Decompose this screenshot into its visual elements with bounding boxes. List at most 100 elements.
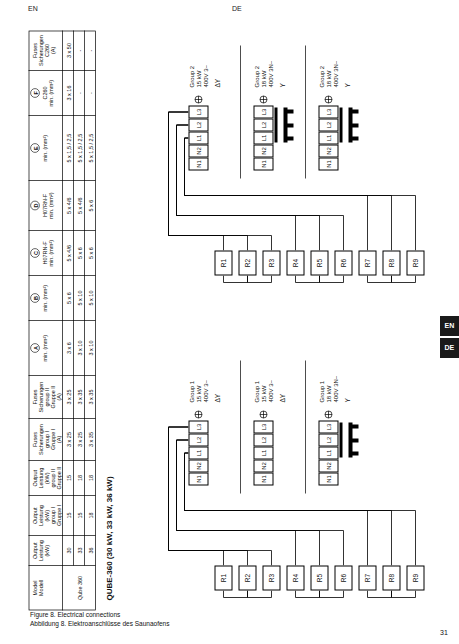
terminal-cell: L2 <box>253 433 273 446</box>
wire <box>176 125 295 251</box>
table-header: Sicherungen <box>37 35 43 66</box>
group-label: 400V 3~ <box>267 379 274 402</box>
table-cell: 3 x 10 <box>76 340 82 355</box>
table-header: group I <box>49 506 55 523</box>
table-header: group II <box>43 387 49 406</box>
terminal-label: L3 <box>195 423 202 430</box>
table-header: (A) <box>55 435 61 442</box>
terminal-cell: L3 <box>188 105 208 118</box>
terminal-label: L3 <box>260 108 267 115</box>
terminal-cell: N2 <box>253 459 273 472</box>
resistor-box: R4 <box>286 565 304 590</box>
terminal-cell: N2 <box>253 144 273 157</box>
connection-symbol: ΔY <box>213 393 220 402</box>
terminal-label: N2 <box>260 147 267 155</box>
resistor-label: R2 <box>243 258 250 266</box>
table-header: min. (mm²) <box>41 134 47 161</box>
terminal-label: L3 <box>195 108 202 115</box>
group-label: 400V 3N~ <box>267 60 274 87</box>
wire <box>176 125 319 251</box>
wire <box>319 275 343 282</box>
terminal-label: L1 <box>325 449 332 456</box>
resistor-box: R9 <box>406 565 424 590</box>
resistor-box: R7 <box>358 565 376 590</box>
table-header: Gruppe I <box>49 428 55 449</box>
wire <box>295 275 319 282</box>
terminal-cell: L2 <box>318 118 338 131</box>
wire <box>176 440 343 566</box>
table-header: (kW) <box>43 544 49 556</box>
terminal-label: N1 <box>325 475 332 483</box>
resistor-label: R3 <box>267 258 274 266</box>
terminal-cell: L3 <box>318 420 338 433</box>
group-label: 18 kW <box>325 385 332 402</box>
terminal-cell: L3 <box>188 420 208 433</box>
group-label: Group 2 <box>318 65 325 87</box>
table-header: E <box>32 146 38 150</box>
resistor-label: R1 <box>219 258 226 266</box>
resistor-label: R5 <box>315 258 322 266</box>
table-cell: 3 x 35 <box>87 389 93 404</box>
table-cell: 5 x 1,5 / 2,5 <box>65 133 71 162</box>
language-tab-label: EN <box>445 322 455 330</box>
table-cell: 18 <box>76 474 82 480</box>
table-header: Modell <box>37 579 43 595</box>
table-header: Model <box>31 580 37 595</box>
terminal-cell: L1 <box>253 446 273 459</box>
table-header: D <box>32 203 38 207</box>
resistor-label: R8 <box>387 573 394 581</box>
page-header: DE <box>232 5 242 13</box>
terminal-cell: L1 <box>318 446 338 459</box>
terminal-label: L2 <box>325 121 332 128</box>
terminal-label: N1 <box>260 160 267 168</box>
table-cell: 5 x 6 <box>65 292 71 304</box>
table-header: H07RN-F <box>41 241 47 264</box>
table-cell: 3 x 50 <box>65 43 71 58</box>
resistor-box: R2 <box>238 250 256 275</box>
terminal-cell: L1 <box>318 131 338 144</box>
wire <box>176 440 319 566</box>
table-header: min. (mm²) <box>41 284 47 311</box>
jumper-bar <box>274 107 358 457</box>
terminal-label: N2 <box>260 462 267 470</box>
terminal-label: L2 <box>325 436 332 443</box>
terminal-label: N1 <box>260 475 267 483</box>
terminal-cell: N1 <box>188 472 208 485</box>
group-label: 15 kW <box>195 70 202 87</box>
wire <box>184 453 391 566</box>
table-cell: 3 x 25 <box>65 389 71 404</box>
wire <box>176 440 295 566</box>
terminal-cell: L1 <box>188 131 208 144</box>
wire <box>391 275 415 282</box>
terminal-cell: N2 <box>188 459 208 472</box>
wire <box>319 590 343 597</box>
table-cell: 5 x 4/6 <box>76 197 82 214</box>
table-header: (kW) <box>43 509 49 521</box>
terminal-cell: L3 <box>253 105 273 118</box>
table-header: Sicherungen <box>37 424 43 455</box>
terminal-label: L1 <box>195 134 202 141</box>
wire <box>184 138 367 251</box>
table-header: Fuses <box>31 43 37 58</box>
resistor-box: R9 <box>406 250 424 275</box>
wire <box>168 427 247 566</box>
wire <box>367 275 391 282</box>
table-cell: - <box>76 92 82 94</box>
language-tab <box>440 316 459 336</box>
table-cell: 5 x 4/6 <box>65 197 71 214</box>
resistor-box: R5 <box>310 565 328 590</box>
wire <box>367 590 391 597</box>
table-cell: 18 <box>87 512 93 518</box>
resistor-label: R1 <box>219 573 226 581</box>
wire <box>295 590 319 597</box>
table-cell: 30 <box>65 547 71 553</box>
group-label: 400V 3N~ <box>332 60 339 87</box>
table-cell: - <box>76 49 82 51</box>
terminal-label: L1 <box>325 134 332 141</box>
terminal-cell: N1 <box>188 157 208 170</box>
resistor-label: R8 <box>387 258 394 266</box>
resistor-box: R8 <box>382 250 400 275</box>
table-cell: 15 <box>65 474 71 480</box>
table-cell: 3 x 10 <box>87 340 93 355</box>
resistor-label: R6 <box>339 573 346 581</box>
